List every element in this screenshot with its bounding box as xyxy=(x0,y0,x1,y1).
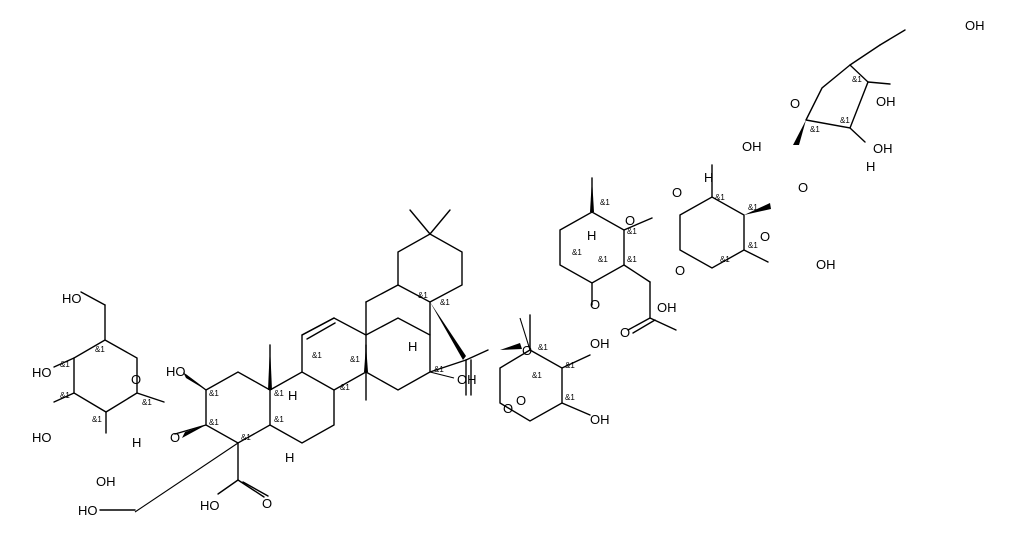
stereo-c8: &1 xyxy=(340,383,350,392)
stereo-rha-c1: &1 xyxy=(572,248,582,257)
stereo-ara-c1: &1 xyxy=(532,371,542,380)
stereo-c14: &1 xyxy=(350,355,360,364)
label-ho-cooh: HO xyxy=(200,498,220,513)
label-oh-xyl2: OH xyxy=(742,139,762,154)
stereo-xyl-c3: &1 xyxy=(748,241,758,250)
stereo-a-c3: &1 xyxy=(209,418,219,427)
label-o-rha-ring: O xyxy=(625,213,635,228)
stereo-ara-c3: &1 xyxy=(565,361,575,370)
stereo-xyl-c2: &1 xyxy=(748,203,758,212)
label-o-acetyl: O xyxy=(675,263,685,278)
stereo-rha-c2: &1 xyxy=(598,255,608,264)
label-ho-glc3: HO xyxy=(32,430,52,445)
stereo-a-c4: &1 xyxy=(241,433,251,442)
label-h-xyl1: H xyxy=(704,170,713,185)
label-h-api1: H xyxy=(866,159,875,174)
stereo-glc-c2: &1 xyxy=(92,415,102,424)
label-o-ester-link: O xyxy=(522,343,532,358)
label-o-ester: O xyxy=(516,393,526,408)
label-o-glycoside: O xyxy=(170,430,180,445)
stereo-api-c1: &1 xyxy=(810,125,820,134)
atom-labels: HO HO HO OH O H O HO HO O HO H H H OH O … xyxy=(32,18,985,518)
label-o-ara-ring: O xyxy=(503,401,513,416)
label-h-c5: H xyxy=(285,450,294,465)
stereo-c9: &1 xyxy=(312,351,322,360)
label-oh-api3: OH xyxy=(876,94,896,109)
label-ho-glc4: HO xyxy=(32,365,52,380)
label-oh-ara3: OH xyxy=(590,336,610,351)
label-o-xyl-api: O xyxy=(798,180,808,195)
label-oh-api-ch2oh: OH xyxy=(965,18,985,33)
stereo-bonds xyxy=(134,120,806,513)
label-oh-rha2: OH xyxy=(657,300,677,315)
label-h-c9: H xyxy=(288,388,297,403)
stereo-c16: &1 xyxy=(434,365,444,374)
label-oh-glc2: OH xyxy=(96,474,116,489)
stereo-xyl-c4: &1 xyxy=(720,255,730,264)
label-h-glc1: H xyxy=(132,435,141,450)
stereo-c17: &1 xyxy=(440,298,450,307)
stereo-ara-c2: &1 xyxy=(538,343,548,352)
label-h-c18: H xyxy=(408,339,417,354)
stereo-a-c5: &1 xyxy=(274,415,284,424)
label-h-rha1: H xyxy=(587,228,596,243)
stereo-glc-c4: &1 xyxy=(60,360,70,369)
label-o-api-ring: O xyxy=(790,96,800,111)
label-oh-c16: OH xyxy=(457,372,477,387)
label-ho-glc6: HO xyxy=(62,291,82,306)
stereo-glc-c1: &1 xyxy=(142,398,152,407)
label-o-rha-xyl: O xyxy=(672,185,682,200)
stereo-a-c2: &1 xyxy=(209,389,219,398)
label-o-ara-rha: O xyxy=(590,297,600,312)
stereo-a-c10: &1 xyxy=(274,389,284,398)
label-o-cooh: O xyxy=(262,496,272,511)
stereo-api-c3: &1 xyxy=(852,75,862,84)
stereo-rha-c3: &1 xyxy=(627,255,637,264)
stereo-rha-c4: &1 xyxy=(627,227,637,236)
stereo-api-c2: &1 xyxy=(840,116,850,125)
stereo-c18: &1 xyxy=(418,291,428,300)
label-o-acetyl-carbonyl: O xyxy=(620,325,630,340)
stereo-ara-c4: &1 xyxy=(565,393,575,402)
stereo-labels: &1 &1 &1 &1 &1 &1 &1 &1 &1 &1 &1 &1 &1 &… xyxy=(60,75,862,442)
label-oh-ara4: OH xyxy=(590,412,610,427)
stereo-rha-c5: &1 xyxy=(600,198,610,207)
bond-layer xyxy=(53,29,906,511)
label-oh-xyl4: OH xyxy=(816,257,836,272)
label-o-glc-ring: O xyxy=(131,372,141,387)
stereo-glc-c3: &1 xyxy=(60,391,70,400)
stereo-glc-c5: &1 xyxy=(95,345,105,354)
label-oh-api2: OH xyxy=(873,141,893,156)
label-o-xyl-ring: O xyxy=(760,229,770,244)
label-ho-ch2oh: HO xyxy=(78,503,98,518)
label-ho-c2: HO xyxy=(166,364,186,379)
stereo-xyl-c1: &1 xyxy=(715,193,725,202)
